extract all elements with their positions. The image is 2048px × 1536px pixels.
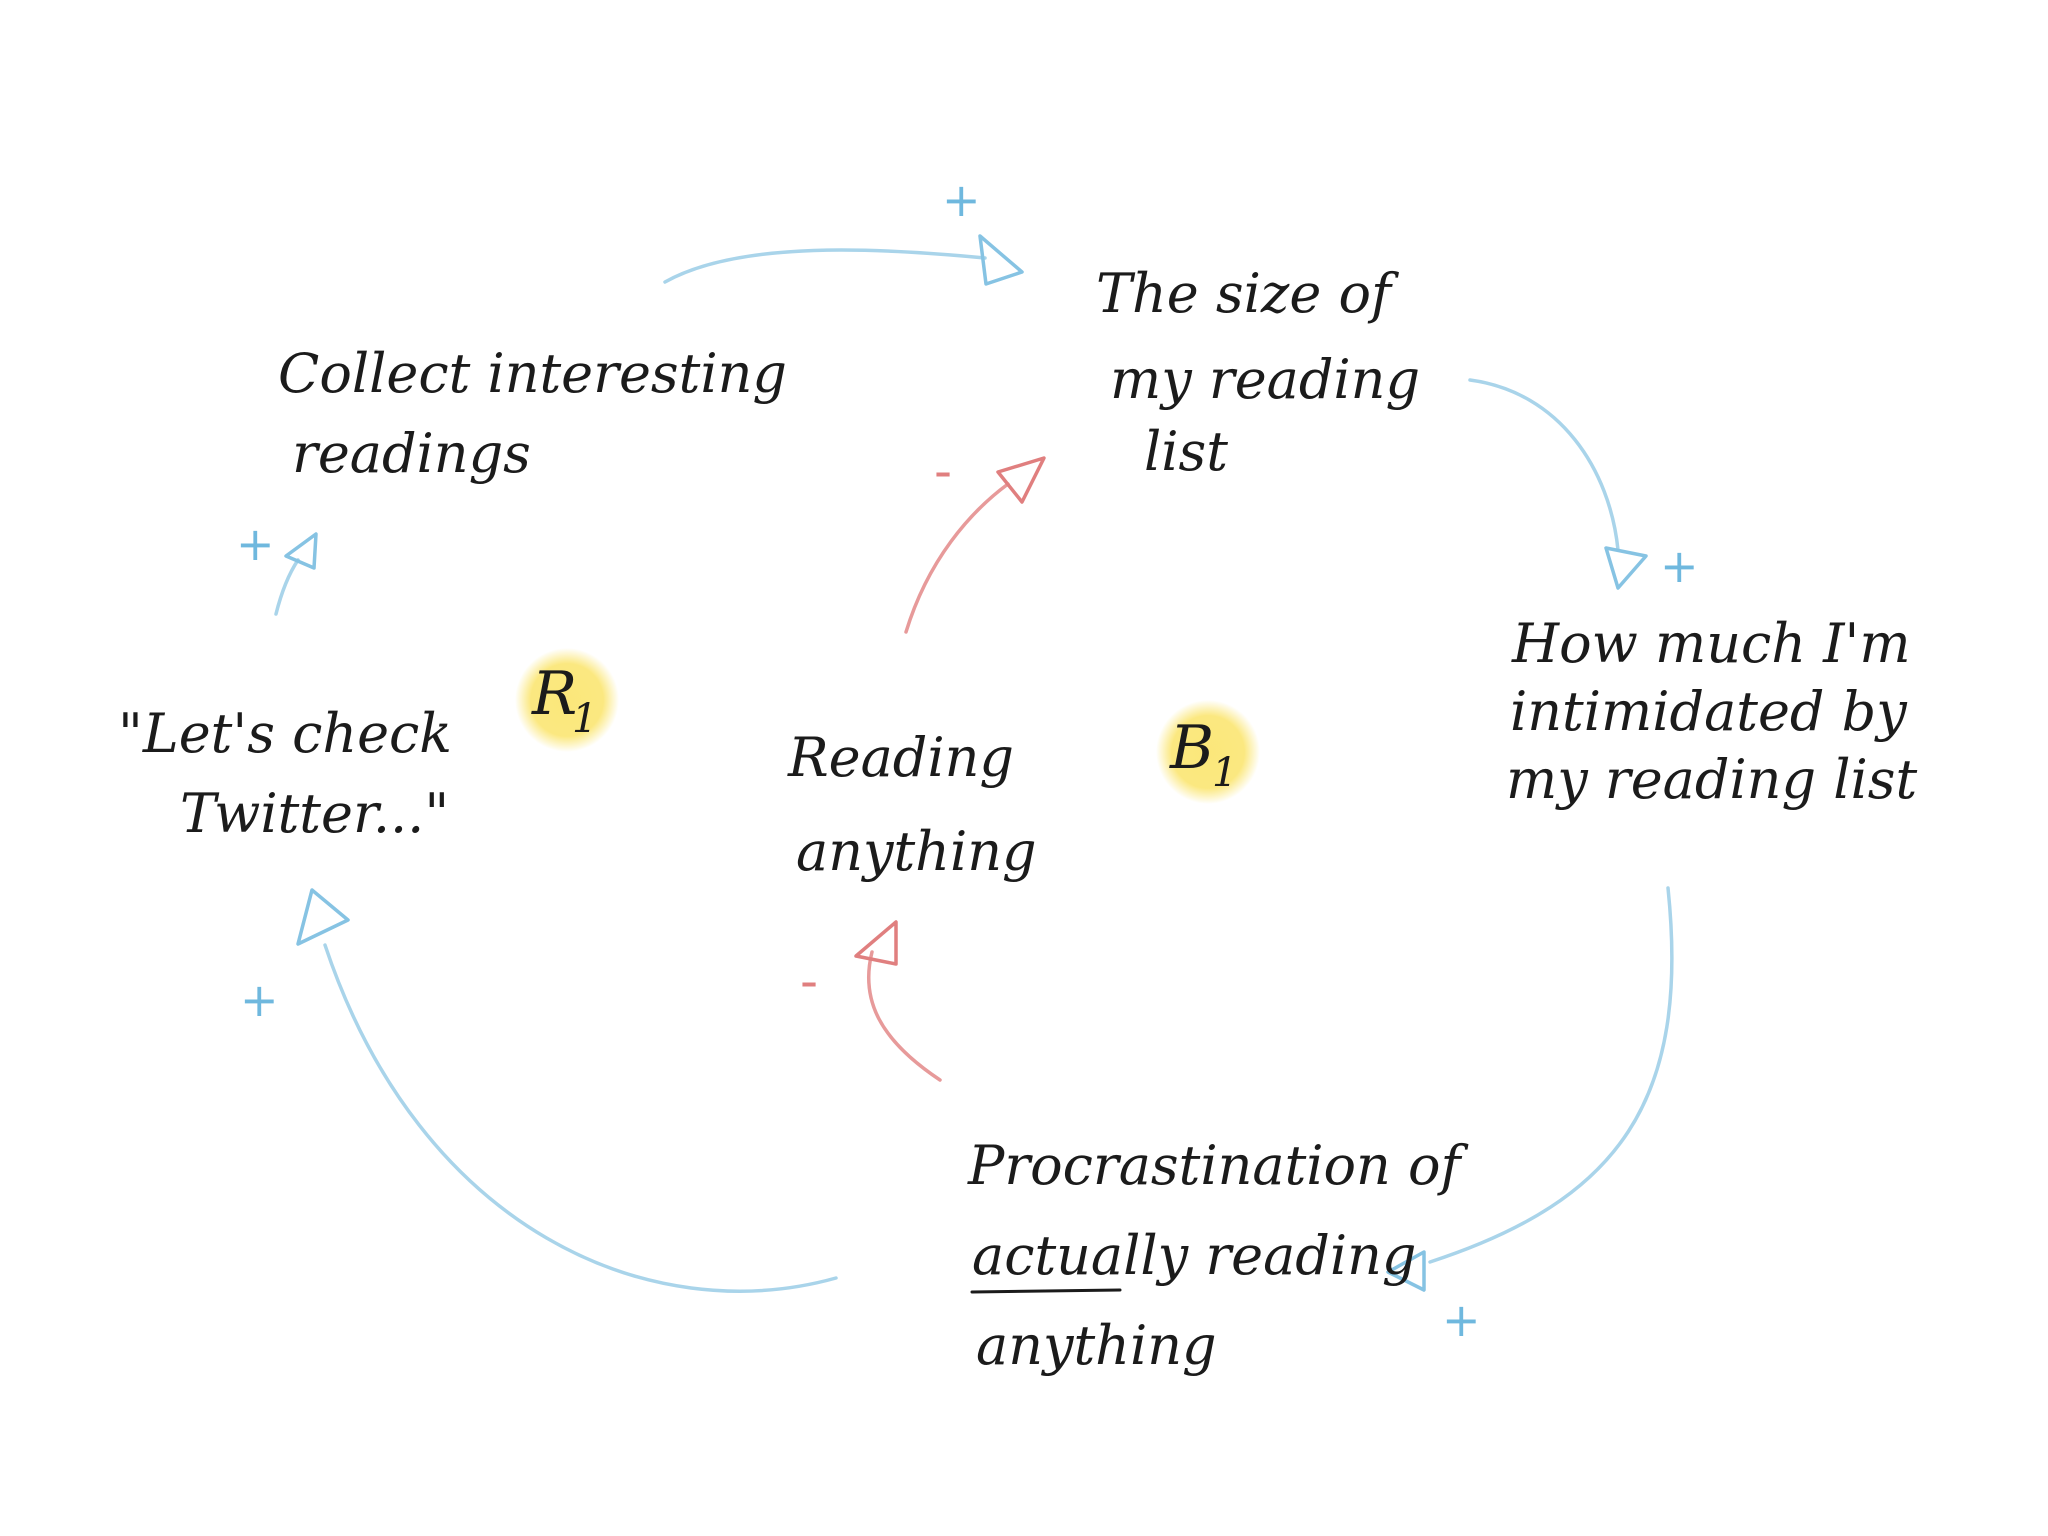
node-size-line-3: list bbox=[1144, 420, 1228, 483]
arrowhead-icon bbox=[296, 888, 350, 946]
arrowhead-icon bbox=[1386, 1250, 1426, 1292]
arrowhead-icon bbox=[1604, 546, 1648, 590]
node-collect-line-1: Collect interesting bbox=[278, 342, 787, 405]
node-reading-line-1: Reading bbox=[787, 726, 1014, 789]
node-reading-line-2: anything bbox=[796, 820, 1037, 883]
polarity-plus: + bbox=[1660, 539, 1699, 593]
node-intimidated-line-3: my reading list bbox=[1506, 748, 1917, 811]
link-procrastination-to-twitter: + bbox=[240, 888, 838, 1293]
link-procrastination-to-reading: - bbox=[800, 920, 942, 1082]
loop-r1-highlight bbox=[515, 648, 619, 752]
node-procrastination: Procrastination of actually reading anyt… bbox=[967, 1134, 1469, 1377]
arrowhead-icon bbox=[284, 532, 318, 570]
loop-r1-subscript: 1 bbox=[572, 696, 597, 742]
loop-marker-b1: B 1 bbox=[1156, 700, 1260, 804]
node-collect-line-2: readings bbox=[292, 422, 531, 485]
loop-b1-subscript: 1 bbox=[1212, 750, 1237, 796]
node-intimidated-line-2: intimidated by bbox=[1510, 680, 1908, 743]
node-procrastination-line-2: actually reading bbox=[972, 1224, 1416, 1287]
node-check-twitter: "Let's check Twitter..." bbox=[118, 702, 452, 845]
polarity-plus: + bbox=[236, 517, 275, 571]
node-twitter-line-2: Twitter..." bbox=[180, 782, 449, 845]
link-reading-to-size: - bbox=[904, 442, 1046, 634]
link-intimidated-to-procrastination: + bbox=[1386, 886, 1674, 1347]
link-size-to-intimidated: + bbox=[1468, 378, 1699, 593]
polarity-plus: + bbox=[1442, 1293, 1481, 1347]
polarity-minus: - bbox=[800, 952, 818, 1010]
node-size-line-2: my reading bbox=[1110, 348, 1420, 411]
node-reading-anything: Reading anything bbox=[787, 726, 1037, 883]
node-reading-list-size: The size of my reading list bbox=[1096, 262, 1420, 483]
emphasis-underline bbox=[970, 1288, 1122, 1294]
node-procrastination-line-3: anything bbox=[976, 1314, 1217, 1377]
loop-r1-letter: R bbox=[531, 659, 577, 729]
loop-marker-r1: R 1 bbox=[515, 648, 619, 752]
node-collect-readings: Collect interesting readings bbox=[278, 342, 787, 485]
arrowhead-icon bbox=[996, 456, 1046, 504]
node-size-line-1: The size of bbox=[1096, 262, 1399, 325]
node-intimidated-line-1: How much I'm bbox=[1511, 612, 1911, 675]
polarity-plus: + bbox=[942, 173, 981, 227]
arrowhead-icon bbox=[854, 920, 898, 966]
polarity-plus: + bbox=[240, 973, 279, 1027]
link-collect-to-size: + bbox=[663, 173, 1024, 286]
polarity-minus: - bbox=[934, 442, 952, 500]
loop-b1-letter: B bbox=[1169, 713, 1214, 783]
node-procrastination-line-1: Procrastination of bbox=[967, 1134, 1469, 1197]
link-twitter-to-collect: + bbox=[236, 517, 318, 616]
node-intimidation: How much I'm intimidated by my reading l… bbox=[1506, 612, 1917, 811]
arrowhead-icon bbox=[978, 234, 1024, 286]
node-twitter-line-1: "Let's check bbox=[118, 702, 452, 765]
loop-b1-highlight bbox=[1156, 700, 1260, 804]
